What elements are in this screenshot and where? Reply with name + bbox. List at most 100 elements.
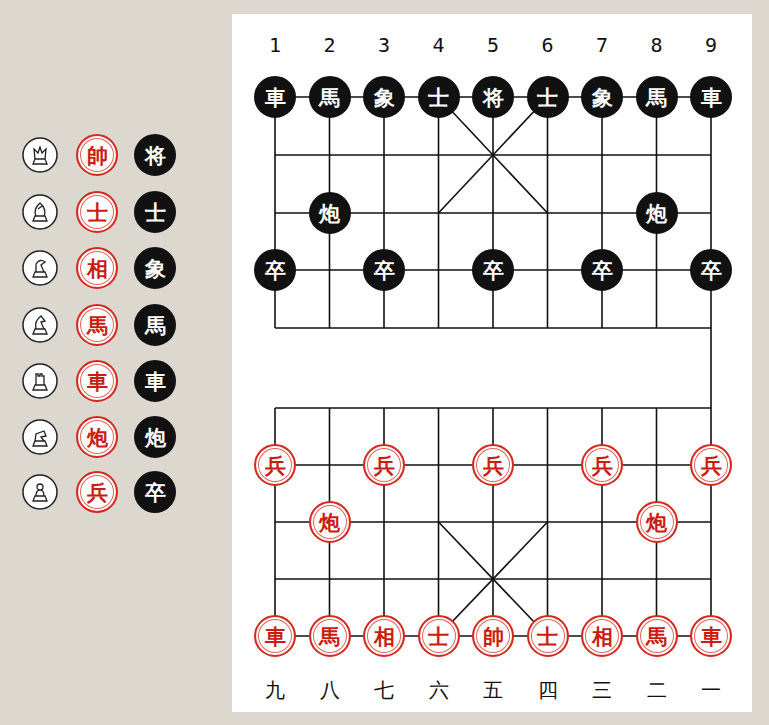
column-number: 八 xyxy=(320,680,340,700)
piece-label: 帥 xyxy=(483,626,504,647)
game-piece: 卒 xyxy=(134,471,176,513)
column-number: 7 xyxy=(596,35,608,55)
piece-label: 将 xyxy=(145,145,166,166)
game-piece: 兵 xyxy=(690,444,732,486)
piece-label: 馬 xyxy=(646,87,667,108)
game-piece: 帥 xyxy=(76,134,118,176)
column-number: 9 xyxy=(705,35,717,55)
game-piece: 馬 xyxy=(309,76,351,118)
game-piece: 馬 xyxy=(76,304,118,346)
chess-icon xyxy=(23,195,57,229)
piece-label: 車 xyxy=(145,371,166,392)
column-number: 三 xyxy=(592,680,612,700)
game-piece: 卒 xyxy=(254,249,296,291)
piece-label: 炮 xyxy=(319,203,340,224)
piece-label: 馬 xyxy=(87,315,108,336)
grid-line xyxy=(710,97,712,636)
chess-icon xyxy=(23,364,57,398)
game-piece: 士 xyxy=(527,76,569,118)
game-piece: 馬 xyxy=(636,76,678,118)
game-piece: 兵 xyxy=(472,444,514,486)
piece-label: 車 xyxy=(265,626,286,647)
chess-icon xyxy=(23,475,57,509)
piece-label: 象 xyxy=(592,87,613,108)
game-piece: 相 xyxy=(363,615,405,657)
game-piece: 相 xyxy=(76,247,118,289)
piece-label: 馬 xyxy=(646,626,667,647)
game-piece: 相 xyxy=(581,615,623,657)
column-number: 一 xyxy=(701,680,721,700)
piece-label: 士 xyxy=(428,87,449,108)
piece-label: 卒 xyxy=(265,260,286,281)
game-piece: 馬 xyxy=(309,615,351,657)
piece-label: 卒 xyxy=(374,260,395,281)
piece-label: 兵 xyxy=(483,455,504,476)
grid-line xyxy=(601,408,603,636)
column-number: 8 xyxy=(650,35,662,55)
column-number: 1 xyxy=(269,35,281,55)
game-piece: 炮 xyxy=(76,416,118,458)
column-number: 六 xyxy=(429,680,449,700)
game-piece: 象 xyxy=(363,76,405,118)
game-piece: 兵 xyxy=(581,444,623,486)
piece-label: 卒 xyxy=(483,260,504,281)
piece-label: 車 xyxy=(87,371,108,392)
grid-line xyxy=(274,408,276,636)
piece-label: 帥 xyxy=(87,145,108,166)
piece-label: 相 xyxy=(87,258,108,279)
game-piece: 車 xyxy=(690,615,732,657)
piece-label: 士 xyxy=(537,87,558,108)
grid-line xyxy=(492,97,494,328)
piece-label: 象 xyxy=(145,258,166,279)
piece-label: 士 xyxy=(428,626,449,647)
game-piece: 車 xyxy=(134,360,176,402)
game-piece: 馬 xyxy=(636,615,678,657)
board-grid xyxy=(275,97,711,636)
piece-label: 炮 xyxy=(319,512,340,533)
piece-label: 馬 xyxy=(319,626,340,647)
game-piece: 士 xyxy=(418,615,460,657)
column-number: 二 xyxy=(647,680,667,700)
chess-icon xyxy=(23,308,57,342)
piece-label: 車 xyxy=(701,87,722,108)
game-piece: 兵 xyxy=(254,444,296,486)
game-piece: 炮 xyxy=(134,416,176,458)
piece-label: 炮 xyxy=(646,203,667,224)
game-piece: 士 xyxy=(418,76,460,118)
grid-line xyxy=(274,97,276,328)
game-piece: 車 xyxy=(690,76,732,118)
column-number: 九 xyxy=(265,680,285,700)
game-piece: 兵 xyxy=(363,444,405,486)
game-piece: 兵 xyxy=(76,471,118,513)
piece-label: 馬 xyxy=(319,87,340,108)
game-piece: 卒 xyxy=(363,249,405,291)
game-piece: 帥 xyxy=(472,615,514,657)
column-number: 4 xyxy=(432,35,444,55)
game-piece: 炮 xyxy=(309,501,351,543)
grid-line xyxy=(492,408,494,636)
piece-label: 車 xyxy=(701,626,722,647)
western-icons xyxy=(23,138,57,509)
piece-label: 卒 xyxy=(592,260,613,281)
piece-label: 士 xyxy=(145,202,166,223)
piece-label: 卒 xyxy=(145,482,166,503)
game-piece: 車 xyxy=(254,76,296,118)
grid-line xyxy=(601,97,603,328)
game-piece: 炮 xyxy=(636,501,678,543)
game-piece: 卒 xyxy=(581,249,623,291)
game-piece: 卒 xyxy=(472,249,514,291)
piece-label: 炮 xyxy=(646,512,667,533)
piece-label: 馬 xyxy=(145,315,166,336)
game-piece: 炮 xyxy=(309,192,351,234)
game-piece: 卒 xyxy=(690,249,732,291)
column-number: 五 xyxy=(483,680,503,700)
game-piece: 車 xyxy=(254,615,296,657)
piece-label: 兵 xyxy=(592,455,613,476)
column-number: 6 xyxy=(541,35,553,55)
game-piece: 車 xyxy=(76,360,118,402)
grid-line xyxy=(383,97,385,328)
piece-label: 兵 xyxy=(701,455,722,476)
piece-label: 兵 xyxy=(374,455,395,476)
piece-label: 相 xyxy=(592,626,613,647)
game-piece: 将 xyxy=(134,134,176,176)
